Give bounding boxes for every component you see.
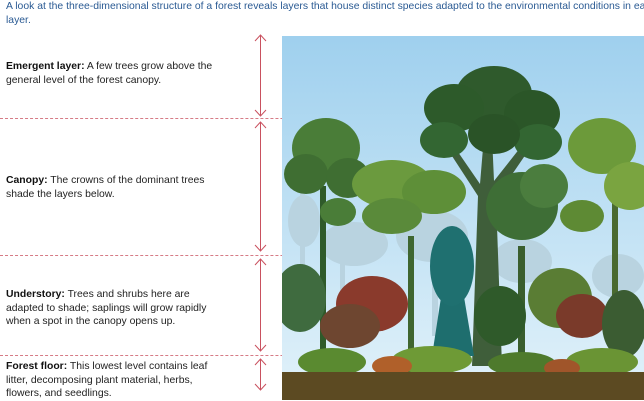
canopy-layer-label: Canopy: The crowns of the dominant trees… [6, 175, 205, 200]
emergent-layer-arrow-icon [254, 34, 267, 117]
understory-layer-name: Understory: [6, 289, 65, 300]
forest-floor-layer-name: Forest floor: [6, 361, 68, 372]
understory-layer-label: Understory: Trees and shrubs here are ad… [6, 289, 207, 327]
emergent-layer-label: Emergent layer: A few trees grow above t… [6, 61, 213, 86]
canopy-layer-arrow-icon [254, 121, 267, 252]
emergent-layer-name: Emergent layer: [6, 61, 85, 72]
forest-floor-arrow-icon [254, 358, 267, 391]
emergent-tree [420, 66, 562, 366]
canopy-layer-name: Canopy: [6, 175, 48, 186]
understory-layer-arrow-icon [254, 258, 267, 352]
intro-line-2: layer. [6, 14, 31, 26]
understory-plants [282, 226, 644, 358]
intro-text: A look at the three-dimensional structur… [6, 0, 644, 27]
ground [282, 372, 644, 400]
forest-floor [282, 346, 644, 400]
intro-line-1: A look at the three-dimensional structur… [6, 1, 644, 12]
forest-illustration [282, 36, 644, 400]
forest-floor-layer-label: Forest floor: This lowest level contains… [6, 361, 208, 399]
